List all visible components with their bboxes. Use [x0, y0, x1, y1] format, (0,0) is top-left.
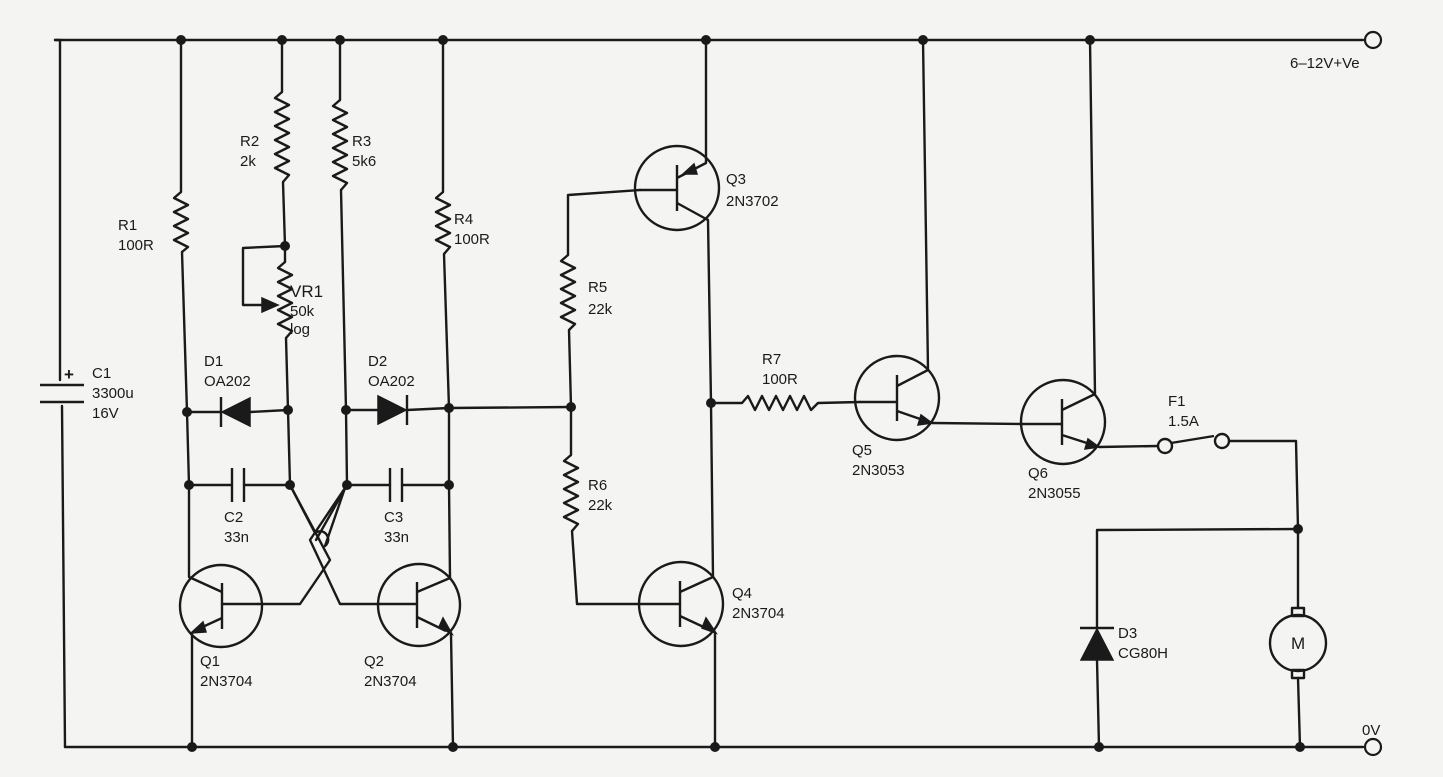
junction-dots: [176, 35, 1305, 752]
c1-value: 3300u: [92, 385, 134, 402]
resistor-r3: R3 5k6: [331, 38, 376, 412]
vr1-taper: log: [290, 321, 310, 338]
q1-ref: Q1: [200, 653, 220, 670]
r2-ref: R2: [240, 133, 259, 150]
q2-ref: Q2: [364, 653, 384, 670]
c1-ref: C1: [92, 365, 111, 382]
transistor-q1: Q1 2N3704: [178, 483, 264, 749]
c3-value: 33n: [384, 529, 409, 546]
motor-ref: M: [1291, 634, 1305, 653]
resistor-r5: R5 22k: [559, 188, 642, 409]
resistor-r2: R2 2k: [240, 38, 291, 248]
d2-ref: D2: [368, 353, 387, 370]
vr1-value: 50k: [290, 303, 315, 320]
c2-ref: C2: [224, 509, 243, 526]
transistor-q4: Q4 2N3704: [637, 401, 785, 749]
ground-rail-label: 0V: [1362, 722, 1380, 739]
r7-ref: R7: [762, 351, 781, 368]
q4-value: 2N3704: [732, 605, 785, 622]
d1-value: OA202: [204, 373, 251, 390]
d3-ref: D3: [1118, 625, 1137, 642]
q6-ref: Q6: [1028, 465, 1048, 482]
potentiometer-vr1: VR1 50k log: [241, 244, 323, 412]
c2-value: 33n: [224, 529, 249, 546]
positive-rail: 6–12V+Ve: [53, 30, 1383, 72]
r3-ref: R3: [352, 133, 371, 150]
fuse-f1: F1 1.5A: [1156, 393, 1300, 531]
q5-value: 2N3053: [852, 462, 905, 479]
r5-ref: R5: [588, 279, 607, 296]
positive-rail-label: 6–12V+Ve: [1290, 55, 1360, 72]
motor-m: M: [1268, 527, 1328, 749]
d3-value: CG80H: [1118, 645, 1168, 662]
c1-rating: 16V: [92, 405, 119, 422]
positive-terminal[interactable]: [1363, 30, 1383, 50]
q5-ref: Q5: [852, 442, 872, 459]
resistor-r4: R4 100R: [434, 38, 490, 410]
transistor-q3: Q3 2N3702: [633, 38, 779, 405]
r4-value: 100R: [454, 231, 490, 248]
transistor-q2: Q2 2N3704: [364, 483, 462, 749]
diode-d1: D1 OA202: [185, 353, 290, 428]
ground-rail: 0V: [63, 722, 1383, 757]
ground-terminal[interactable]: [1363, 737, 1383, 757]
d1-ref: D1: [204, 353, 223, 370]
r4-ref: R4: [454, 211, 473, 228]
transistor-q6: Q6 2N3055: [1019, 38, 1160, 502]
cross-coupling-wires: [256, 483, 382, 606]
diode-d2: D2 OA202: [344, 353, 451, 426]
r7-value: 100R: [762, 371, 798, 388]
r1-value: 100R: [118, 237, 154, 254]
q6-value: 2N3055: [1028, 485, 1081, 502]
capacitor-c1: + C1 3300u 16V: [40, 38, 134, 749]
f1-ref: F1: [1168, 393, 1186, 410]
q4-ref: Q4: [732, 585, 752, 602]
r3-value: 5k6: [352, 153, 376, 170]
r6-ref: R6: [588, 477, 607, 494]
resistor-r7: R7 100R: [709, 351, 862, 412]
q2-value: 2N3704: [364, 673, 417, 690]
vr1-wiper-arrow: [261, 296, 280, 314]
transistor-q5: Q5 2N3053: [852, 38, 1024, 479]
q1-value: 2N3704: [200, 673, 253, 690]
r6-value: 22k: [588, 497, 613, 514]
c3-ref: C3: [384, 509, 403, 526]
capacitor-c3: C3 33n: [344, 406, 451, 546]
r1-ref: R1: [118, 217, 137, 234]
resistor-r6: R6 22k: [562, 405, 642, 606]
c1-polarity: +: [64, 365, 74, 384]
diode-d3: D3 CG80H: [1079, 527, 1300, 749]
resistor-r1: R1 100R: [118, 38, 190, 414]
q3-value: 2N3702: [726, 193, 779, 210]
d2-value: OA202: [368, 373, 415, 390]
vr1-ref: VR1: [290, 282, 323, 301]
capacitor-c2: C2 33n: [185, 408, 292, 546]
f1-value: 1.5A: [1168, 413, 1199, 430]
q3-ref: Q3: [726, 171, 746, 188]
r5-value: 22k: [588, 301, 613, 318]
r2-value: 2k: [240, 153, 256, 170]
divider-feed-wire: [447, 405, 573, 410]
